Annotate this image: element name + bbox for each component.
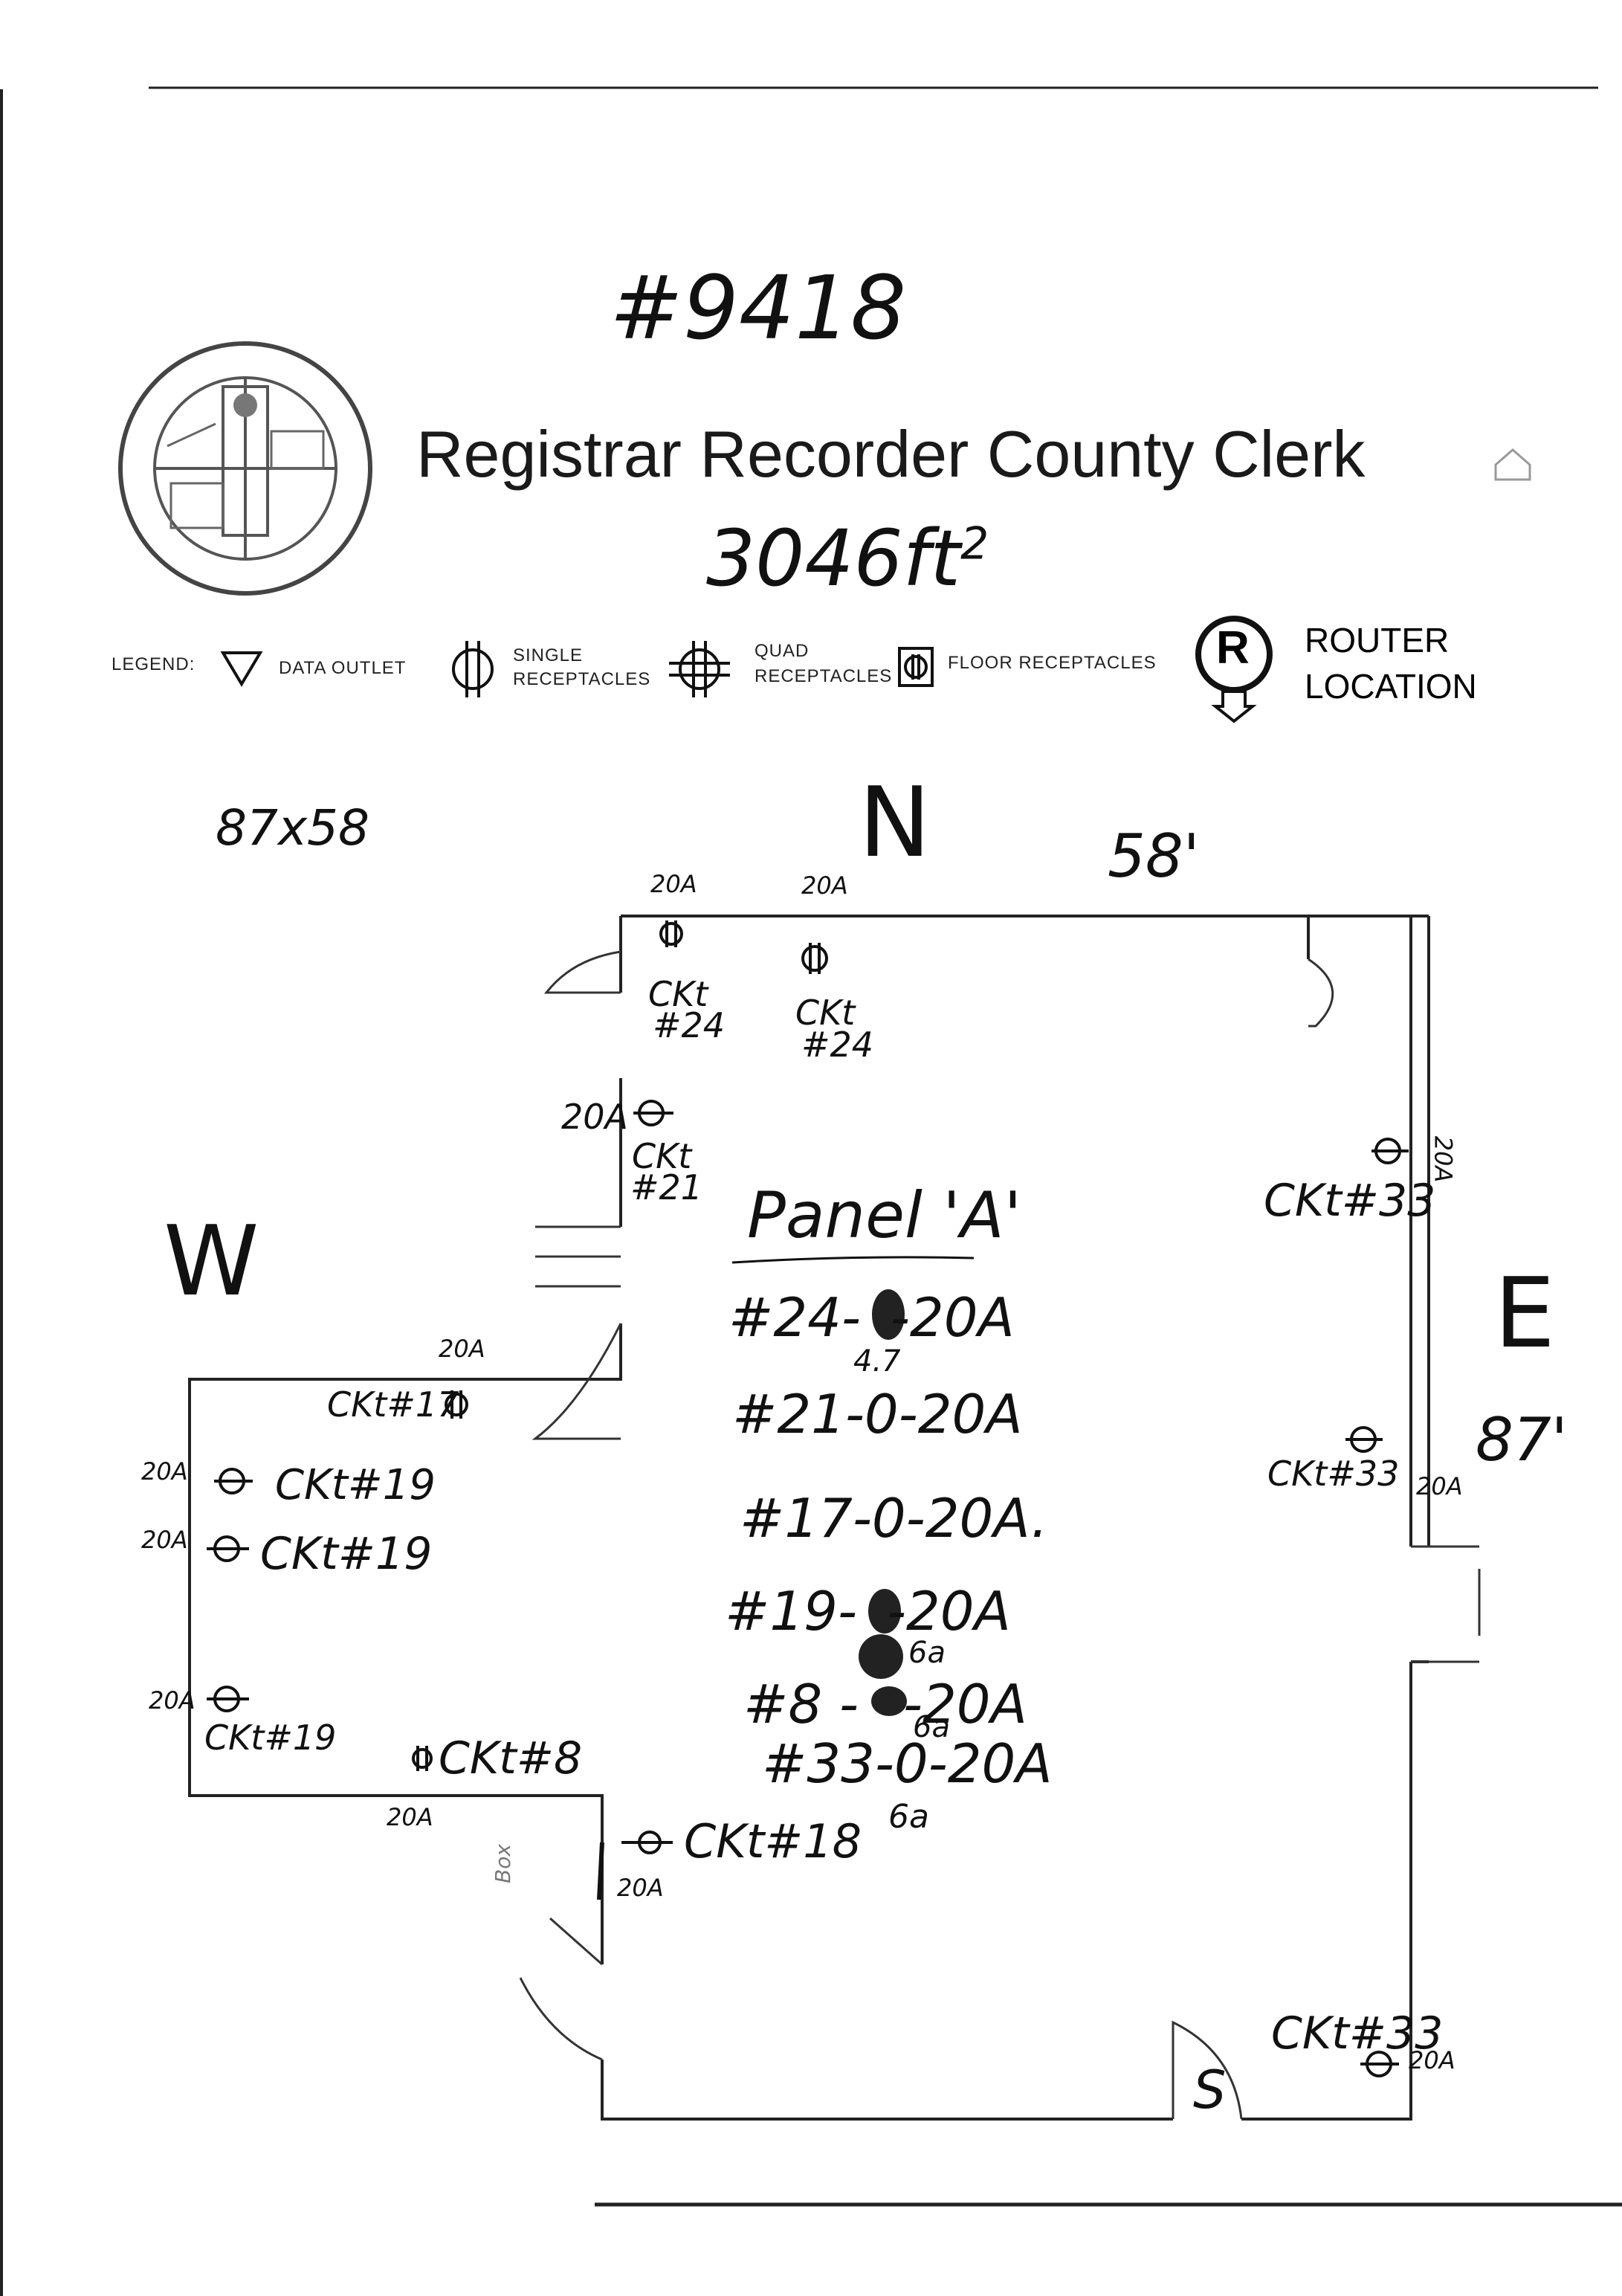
annex-left-amps-3: 20A xyxy=(149,1686,196,1715)
west-upper-amps: 20A xyxy=(561,1097,629,1137)
north-ckt-num-2: #24 xyxy=(801,1025,874,1065)
north-ckt-1: CKt xyxy=(648,974,708,1014)
depth-note: 87' xyxy=(1476,1405,1568,1474)
annex-left-ckt-1: CKt#19 xyxy=(275,1461,436,1509)
annex-bottom-ckt: CKt#8 xyxy=(439,1732,583,1784)
panel-entry-1-tail: -20A xyxy=(890,1286,1015,1349)
annex-top-ckt: CKt#17 xyxy=(327,1384,459,1425)
page-title: Registrar Recorder County Clerk xyxy=(416,417,1366,491)
receptacle-marks xyxy=(207,920,1409,2077)
quad-receptacle-icon xyxy=(679,648,720,690)
width-note: 58' xyxy=(1108,822,1200,891)
area-value: 3046ft xyxy=(706,513,961,604)
annex-left-ckt-2: CKt#19 xyxy=(260,1528,433,1580)
north-ckt-num-1: #24 xyxy=(653,1005,726,1045)
router-label-line2: LOCATION xyxy=(1305,667,1477,706)
east-middle-ckt: CKt#33 xyxy=(1267,1454,1400,1494)
north-amps-1: 20A xyxy=(650,870,697,898)
west-upper-ckt: CKt xyxy=(632,1136,692,1176)
east-middle-amps: 20A xyxy=(1416,1472,1463,1500)
annex-bottom-amps: 20A xyxy=(387,1803,433,1831)
north-amps-2: 20A xyxy=(801,871,848,900)
panel-title: Panel 'A' xyxy=(747,1178,1022,1253)
panel-entry-4-text: #19- xyxy=(725,1580,857,1642)
plan-number: #9418 xyxy=(610,257,907,359)
compass-south: S xyxy=(1193,2060,1227,2121)
data-outlet-icon xyxy=(220,651,263,687)
legend-single-line1: SINGLE xyxy=(513,645,584,665)
panel-entry-5-tail: -20A xyxy=(903,1673,1027,1735)
panel-entry-5: #8 - -20A xyxy=(743,1673,1027,1735)
legend-single-line2: RECEPTACLES xyxy=(513,669,651,689)
panel-entry-2: #21-0-20A xyxy=(732,1383,1023,1445)
annex-left-amps-2: 20A xyxy=(141,1526,188,1554)
legend-label: LEGEND: xyxy=(112,654,196,674)
county-seal xyxy=(118,341,372,596)
panel-scribbles xyxy=(859,1289,907,1716)
floor-receptacle-icon xyxy=(898,647,934,687)
panel-underline xyxy=(731,1256,975,1264)
router-glyph: R xyxy=(1216,622,1250,674)
lower-west-amps: 20A xyxy=(617,1874,664,1902)
east-lower-ckt: CKt#33 xyxy=(1271,2008,1444,2060)
panel-entry-1-note: 4.7 xyxy=(853,1344,901,1378)
router-label: ROUTER LOCATION xyxy=(1305,617,1477,709)
panel-entry-6-note: 6a xyxy=(888,1798,929,1836)
legend-data-outlet: DATA OUTLET xyxy=(279,658,407,678)
door-swings xyxy=(519,950,1481,2120)
panel-entry-4-tail: -20A xyxy=(886,1580,1011,1642)
dimensions-note: 87x58 xyxy=(216,799,370,857)
panel-entry-5-note: 6a xyxy=(913,1710,950,1744)
router-label-line1: ROUTER xyxy=(1305,621,1450,660)
north-ckt-2: CKt xyxy=(795,993,856,1033)
panel-entry-4: #19- -20A xyxy=(725,1580,1011,1642)
lower-west-ckt: CKt#18 xyxy=(684,1814,862,1868)
panel-entry-1: #24- -20A xyxy=(728,1286,1015,1349)
panel-entry-5-text: #8 - xyxy=(743,1673,859,1735)
area-label: 3046ft2 xyxy=(706,513,989,604)
legend-floor: FLOOR RECEPTACLES xyxy=(948,653,1157,673)
area-unit: 2 xyxy=(960,517,989,570)
panel-entry-4-note: 6a xyxy=(908,1636,946,1670)
west-upper-num: #21 xyxy=(630,1167,703,1207)
panel-entry-1-text: #24- xyxy=(728,1286,861,1349)
east-upper-ckt: CKt#33 xyxy=(1264,1175,1436,1227)
legend-quad-line2: RECEPTACLES xyxy=(755,666,893,686)
east-lower-amps: 20A xyxy=(1409,2046,1455,2074)
legend-symbols xyxy=(220,616,1273,723)
compass-north: N xyxy=(859,766,931,879)
annex-left-ckt-3: CKt#19 xyxy=(204,1718,337,1758)
box-note: Box xyxy=(490,1844,515,1883)
single-receptacle-icon xyxy=(452,648,494,690)
legend-quad-line1: QUAD xyxy=(755,641,810,661)
annex-left-amps-1: 20A xyxy=(141,1457,188,1486)
annex-top-amps: 20A xyxy=(439,1335,485,1363)
panel-entry-6: #33-0-20A xyxy=(762,1732,1053,1795)
panel-entry-3: #17-0-20A. xyxy=(740,1487,1048,1550)
compass-west: W xyxy=(164,1205,259,1318)
home-icon xyxy=(1494,448,1531,481)
compass-east: E xyxy=(1494,1257,1556,1370)
